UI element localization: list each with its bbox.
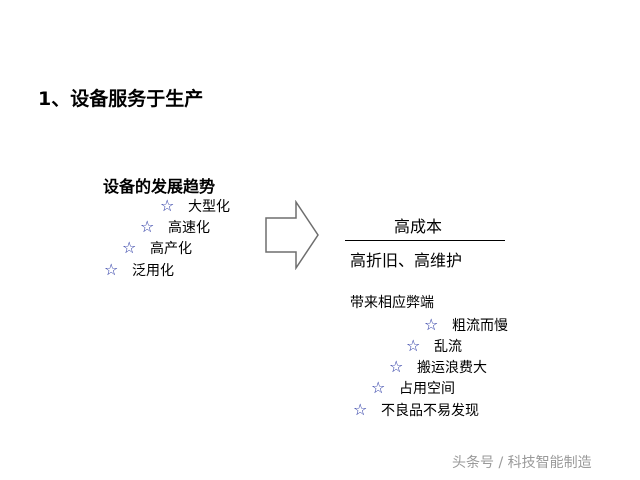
drawback-item-label: 搬运浪费大	[417, 360, 487, 376]
drawback-item: ☆ 占用空间	[371, 378, 455, 398]
trend-item: ☆ 高产化	[122, 238, 192, 258]
star-icon: ☆	[371, 378, 386, 397]
drawback-item-label: 乱流	[434, 339, 462, 355]
drawbacks-heading: 带来相应弊端	[350, 295, 434, 311]
drawback-item: ☆ 粗流而慢	[424, 315, 508, 335]
drawback-item-label: 不良品不易发现	[381, 403, 479, 419]
watermark: 头条号 / 科技智能制造	[452, 455, 592, 471]
drawback-item: ☆ 搬运浪费大	[389, 357, 487, 377]
star-icon: ☆	[353, 400, 368, 419]
star-icon: ☆	[160, 196, 175, 215]
trend-item: ☆ 高速化	[140, 217, 210, 237]
drawback-item-label: 粗流而慢	[452, 318, 508, 334]
trend-item: ☆ 泛用化	[104, 260, 174, 280]
star-icon: ☆	[406, 336, 421, 355]
star-icon: ☆	[424, 315, 439, 334]
star-icon: ☆	[104, 260, 119, 279]
star-icon: ☆	[140, 217, 155, 236]
trend-item-label: 泛用化	[132, 263, 174, 279]
drawback-item: ☆ 不良品不易发现	[353, 400, 479, 420]
trend-item: ☆ 大型化	[160, 196, 230, 216]
slide-title: 1、设备服务于生产	[38, 88, 204, 110]
cost-divider	[345, 240, 505, 241]
cost-high-label: 高成本	[394, 217, 443, 236]
star-icon: ☆	[122, 238, 137, 257]
trend-item-label: 大型化	[188, 199, 230, 215]
drawback-item-label: 占用空间	[399, 381, 455, 397]
trend-item-label: 高产化	[150, 241, 192, 257]
trend-heading: 设备的发展趋势	[103, 177, 216, 196]
cost-low-label: 高折旧、高维护	[350, 251, 463, 270]
right-arrow-icon	[265, 200, 319, 270]
star-icon: ☆	[389, 357, 404, 376]
drawback-item: ☆ 乱流	[406, 336, 462, 356]
trend-item-label: 高速化	[168, 220, 210, 236]
